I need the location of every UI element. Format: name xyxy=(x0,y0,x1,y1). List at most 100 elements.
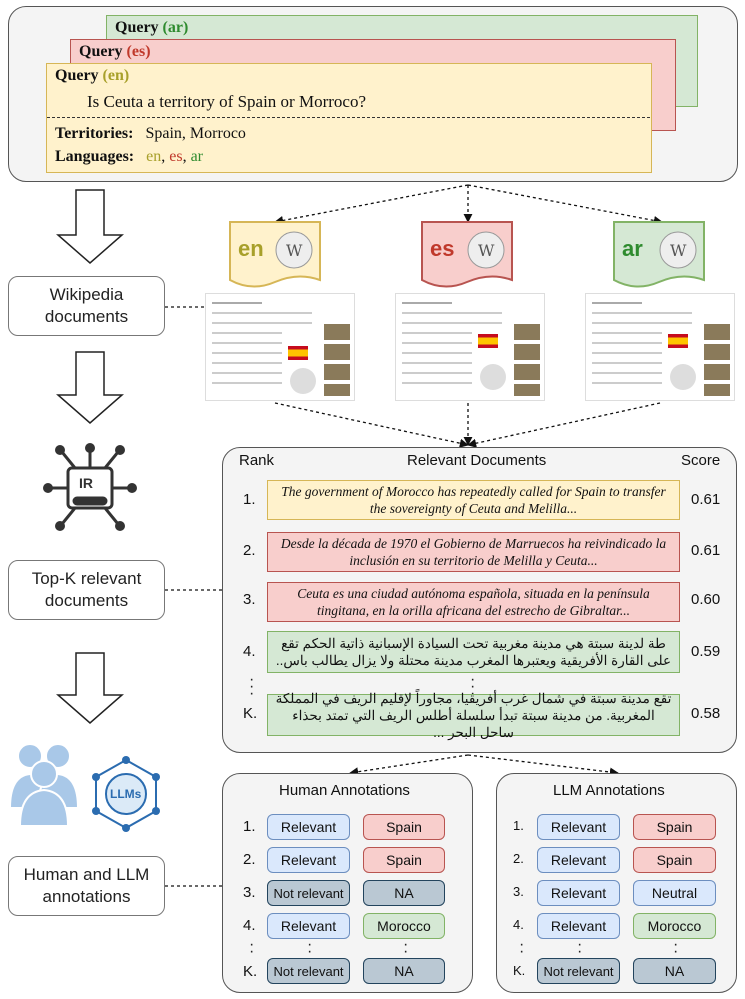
llm-rank-2: 2. xyxy=(513,851,524,866)
ir-icon-text: IR xyxy=(79,475,93,491)
wiki-tag-en: W en xyxy=(228,220,322,292)
down-arrow-2 xyxy=(56,351,124,424)
query-question: Is Ceuta a territory of Spain or Morroco… xyxy=(87,92,366,111)
llm-icon: LLMs xyxy=(88,756,164,832)
human-ter-ellipsis: ·· xyxy=(403,936,409,960)
llm-relevance-2: Relevant xyxy=(537,847,620,873)
svg-text:W: W xyxy=(478,241,495,260)
people-icon xyxy=(8,738,80,827)
query-en-header: Query (en) xyxy=(55,67,129,85)
lang-ar: ar xyxy=(190,148,203,165)
llm-rank-3: 3. xyxy=(513,884,524,899)
lang-en: en xyxy=(146,148,162,165)
human-rank-2: 2. xyxy=(243,851,256,868)
wiki-globe-en xyxy=(290,368,316,394)
rank-row-3: 3. xyxy=(243,591,256,608)
llm-relevance-3: Relevant xyxy=(537,880,620,906)
ir-network-icon xyxy=(43,443,137,531)
llm-annotations-title: LLM Annotations xyxy=(553,782,665,799)
llm-territory-3: Neutral xyxy=(633,880,716,906)
query-ar-lang: (ar) xyxy=(162,19,189,36)
wiki-flag-es-shape: W xyxy=(421,221,513,288)
human-rank-ellipsis: ·· xyxy=(249,936,255,960)
human-rank-4: 4. xyxy=(243,917,256,934)
score-row-4: 0.59 xyxy=(691,643,721,660)
human-annotations-title: Human Annotations xyxy=(279,782,410,799)
wiki-page-en xyxy=(205,293,355,401)
doc-row-1: The government of Morocco has repeatedly… xyxy=(267,480,680,520)
human-territory-k: NA xyxy=(363,958,445,984)
rank-row-k: K. xyxy=(243,705,258,722)
human-relevance-k: Not relevant xyxy=(267,958,350,984)
rank-ellipsis: ··· xyxy=(249,671,255,702)
human-relevance-3: Not relevant xyxy=(267,880,350,906)
llm-annotations-panel: LLM Annotations 1. Relevant Spain 2. Rel… xyxy=(496,773,737,993)
llm-rank-4: 4. xyxy=(513,917,524,932)
human-relevance-1: Relevant xyxy=(267,814,350,840)
llm-territory-2: Spain xyxy=(633,847,716,873)
llm-territory-k: NA xyxy=(633,958,716,984)
ir-icon: IR xyxy=(40,438,140,538)
wiki-page-ar xyxy=(585,293,735,401)
human-rank-3: 3. xyxy=(243,884,256,901)
score-row-3: 0.60 xyxy=(691,591,721,608)
wiki-page-es xyxy=(395,293,545,401)
doc-ellipsis: ··· xyxy=(470,671,476,702)
wiki-flag-en-shape: W xyxy=(229,221,321,288)
wiki-tag-es: W es xyxy=(420,220,514,292)
llm-territory-1: Spain xyxy=(633,814,716,840)
llm-rel-ellipsis: ·· xyxy=(577,936,583,960)
territories-label: Territories: xyxy=(55,125,134,142)
svg-text:W: W xyxy=(670,241,687,260)
step-annotations: Human and LLM annotations xyxy=(8,856,165,916)
down-arrow-3 xyxy=(56,652,124,724)
human-rank-1: 1. xyxy=(243,818,256,835)
ranking-panel: Rank Relevant Documents Score 1. The gov… xyxy=(222,447,737,753)
query-card-en: Query (en) Is Ceuta a territory of Spain… xyxy=(46,63,652,173)
rank-row-2: 2. xyxy=(243,542,256,559)
query-divider xyxy=(47,117,650,118)
humans-icon xyxy=(8,743,80,827)
score-row-k: 0.58 xyxy=(691,705,721,722)
docs-header: Relevant Documents xyxy=(407,452,547,469)
human-annotations-panel: Human Annotations 1. Relevant Spain 2. R… xyxy=(222,773,473,993)
human-rank-k: K. xyxy=(243,963,258,980)
wiki-flag-es xyxy=(478,334,498,348)
score-header: Score xyxy=(681,452,721,469)
rank-row-4: 4. xyxy=(243,643,256,660)
wiki-tag-ar-text: ar xyxy=(622,236,643,261)
wiki-tag-es-text: es xyxy=(430,236,455,261)
down-arrow-1 xyxy=(56,189,124,264)
llm-icon-text: LLMs xyxy=(110,787,142,801)
llm-relevance-4: Relevant xyxy=(537,913,620,939)
lang-sep-2: , xyxy=(182,148,191,165)
llm-rank-1: 1. xyxy=(513,818,524,833)
doc-row-2: Desde la década de 1970 el Gobierno de M… xyxy=(267,532,680,572)
wiki-flag-ar xyxy=(668,334,688,348)
wiki-globe-ar xyxy=(670,364,696,390)
languages-row: Languages: en, es, ar xyxy=(55,148,203,166)
doc-row-3: Ceuta es una ciudad autónoma española, s… xyxy=(267,582,680,622)
query-ar-label: Query xyxy=(115,19,159,36)
llm-relevance-1: Relevant xyxy=(537,814,620,840)
llm-territory-4: Morocco xyxy=(633,913,716,939)
doc-row-k: تقع مدينة سبتة في شمال غرب أفريقيا، مجاو… xyxy=(267,691,680,740)
territories-value: Spain, Morroco xyxy=(145,125,246,142)
wiki-tag-en-text: en xyxy=(238,236,264,261)
llm-relevance-k: Not relevant xyxy=(537,958,620,984)
query-es-lang: (es) xyxy=(126,43,151,60)
step-wikipedia-documents: Wikipedia documents xyxy=(8,276,165,336)
wiki-flag-ar-shape: W xyxy=(613,221,705,288)
human-territory-2: Spain xyxy=(363,847,445,873)
human-relevance-2: Relevant xyxy=(267,847,350,873)
score-row-2: 0.61 xyxy=(691,542,721,559)
human-rel-ellipsis: ·· xyxy=(307,936,313,960)
human-territory-3: NA xyxy=(363,880,445,906)
query-en-label: Query xyxy=(55,67,99,84)
languages-label: Languages: xyxy=(55,148,135,165)
llm-rank-ellipsis: ·· xyxy=(519,936,525,960)
score-row-1: 0.61 xyxy=(691,491,721,508)
query-en-lang: (en) xyxy=(102,67,130,84)
llm-rank-k: K. xyxy=(513,963,526,978)
